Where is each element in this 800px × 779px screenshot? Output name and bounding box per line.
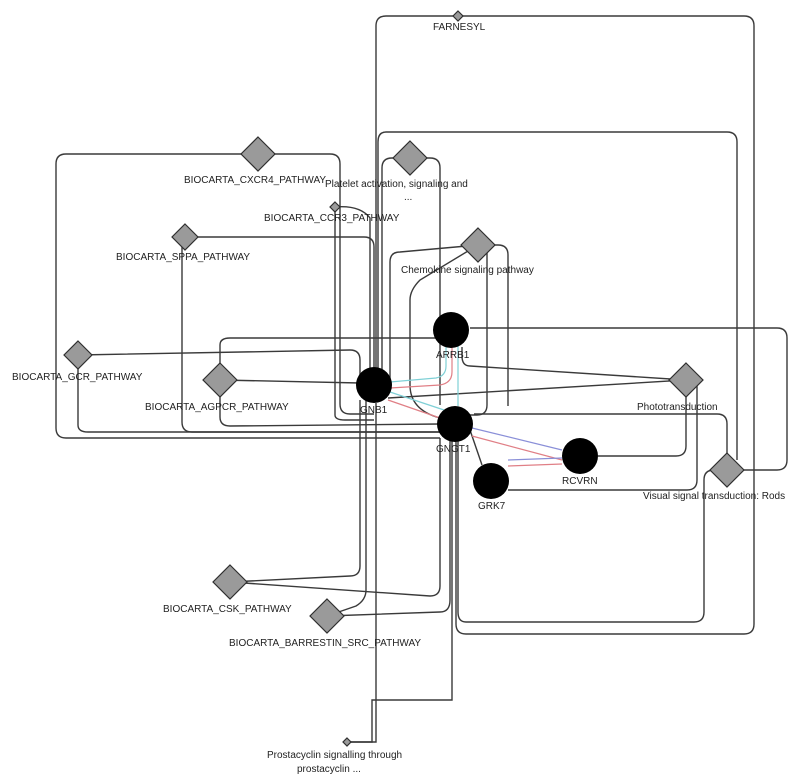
gene-node-arrb1[interactable] xyxy=(433,312,469,348)
pathway-node-ccr3[interactable] xyxy=(329,201,341,213)
interaction-gnb1-arrb1-cyan xyxy=(389,342,447,383)
interaction-gnb1-arrb1-red xyxy=(389,343,453,389)
edge-agpcr-1 xyxy=(219,379,361,384)
pathway-node-csk[interactable] xyxy=(212,564,248,600)
gene-node-gngt1[interactable] xyxy=(437,406,473,442)
edge-layer xyxy=(55,15,788,743)
edge-csk-2 xyxy=(229,438,441,597)
pathway-label-platelet-line2: ... xyxy=(404,192,412,203)
edge-prostacyclin-2 xyxy=(347,438,453,743)
gene-nodes xyxy=(356,312,598,499)
interaction-layer xyxy=(387,342,563,467)
edge-barrestin-2 xyxy=(326,438,451,617)
gene-label-rcvrn: RCVRN xyxy=(562,476,598,487)
edge-gngt1-grk7 xyxy=(469,429,483,466)
gene-node-gnb1[interactable] xyxy=(356,367,392,403)
interaction-grk7-rcvrn-blue xyxy=(507,457,563,461)
pathway-node-barrestin[interactable] xyxy=(309,598,345,634)
pathway-node-prostacyclin[interactable] xyxy=(342,737,352,747)
pathway-label-csk: BIOCARTA_CSK_PATHWAY xyxy=(163,604,292,615)
edge-farnesyl xyxy=(375,15,755,635)
edge-platelet-1 xyxy=(410,157,441,405)
pathway-node-sppa[interactable] xyxy=(171,223,199,251)
gene-label-arrb1: ARRB1 xyxy=(436,350,470,361)
interaction-gnb1-gngt1-red xyxy=(387,399,441,419)
edge-chemokine-4 xyxy=(409,244,479,419)
pathway-node-gcr[interactable] xyxy=(63,340,93,370)
pathway-label-phototransduction: Phototransduction xyxy=(637,402,718,413)
pathway-label-farnesyl: FARNESYL xyxy=(433,22,486,33)
edge-prostacyclin-1 xyxy=(347,403,377,743)
gene-node-grk7[interactable] xyxy=(473,463,509,499)
edge-agpcr-2 xyxy=(219,337,437,380)
pathway-node-agpcr[interactable] xyxy=(202,362,238,398)
pathway-label-platelet-line1: Platelet activation, signaling and xyxy=(325,179,468,190)
pathway-label-visual: Visual signal transduction: Rods xyxy=(643,491,785,502)
edge-agpcr-3 xyxy=(219,380,441,427)
edge-csk-1 xyxy=(229,400,361,583)
interaction-gngt1-rcvrn-blue xyxy=(471,427,563,451)
edge-chemokine-3 xyxy=(389,244,479,385)
edge-barrestin-1 xyxy=(326,400,367,617)
pathway-label-sppa: BIOCARTA_SPPA_PATHWAY xyxy=(116,252,250,263)
edge-chemokine-2 xyxy=(478,244,509,406)
edge-visual-3 xyxy=(457,425,727,623)
gene-label-gnb1: GNB1 xyxy=(360,405,388,416)
interaction-grk7-rcvrn-red xyxy=(507,463,563,467)
pathway-label-gcr: BIOCARTA_GCR_PATHWAY xyxy=(12,372,143,383)
edge-photo-1 xyxy=(461,347,687,381)
edge-photo-3 xyxy=(387,379,687,399)
gene-node-rcvrn[interactable] xyxy=(562,438,598,474)
edge-visual-2 xyxy=(470,327,788,471)
edge-visual-1 xyxy=(474,413,728,470)
pathway-label-cxcr4: BIOCARTA_CXCR4_PATHWAY xyxy=(184,175,326,186)
edge-photo-4 xyxy=(508,379,698,491)
pathway-label-prostacyclin-line2: prostacyclin ... xyxy=(297,764,361,775)
pathway-label-ccr3: BIOCARTA_CCR3_PATHWAY xyxy=(264,213,400,224)
pathway-nodes xyxy=(63,10,745,747)
pathway-node-farnesyl[interactable] xyxy=(452,10,464,22)
label-layer: FARNESYL BIOCARTA_CXCR4_PATHWAY Platelet… xyxy=(12,22,785,775)
edge-gcr xyxy=(77,349,440,433)
gene-label-grk7: GRK7 xyxy=(478,501,506,512)
interaction-gngt1-rcvrn-red xyxy=(471,435,563,461)
pathway-node-platelet[interactable] xyxy=(392,140,428,176)
pathway-label-chemokine: Chemokine signaling pathway xyxy=(401,265,534,276)
pathway-node-cxcr4[interactable] xyxy=(240,136,276,172)
pathway-node-visual[interactable] xyxy=(709,452,745,488)
gene-label-gngt1: GNGT1 xyxy=(436,444,471,455)
edge-photo-2 xyxy=(598,380,687,457)
interaction-gnb1-gngt1-cyan xyxy=(389,391,445,411)
edge-platelet-2 xyxy=(381,157,410,385)
pathway-label-prostacyclin-line1: Prostacyclin signalling through xyxy=(267,750,402,761)
edge-cxcr4 xyxy=(55,153,440,439)
pathway-node-phototransduction[interactable] xyxy=(668,362,704,398)
pathway-node-chemokine[interactable] xyxy=(460,227,496,263)
edge-platelet-big xyxy=(377,131,738,460)
pathway-label-barrestin: BIOCARTA_BARRESTIN_SRC_PATHWAY xyxy=(229,638,421,649)
pathway-label-agpcr: BIOCARTA_AGPCR_PATHWAY xyxy=(145,402,289,413)
